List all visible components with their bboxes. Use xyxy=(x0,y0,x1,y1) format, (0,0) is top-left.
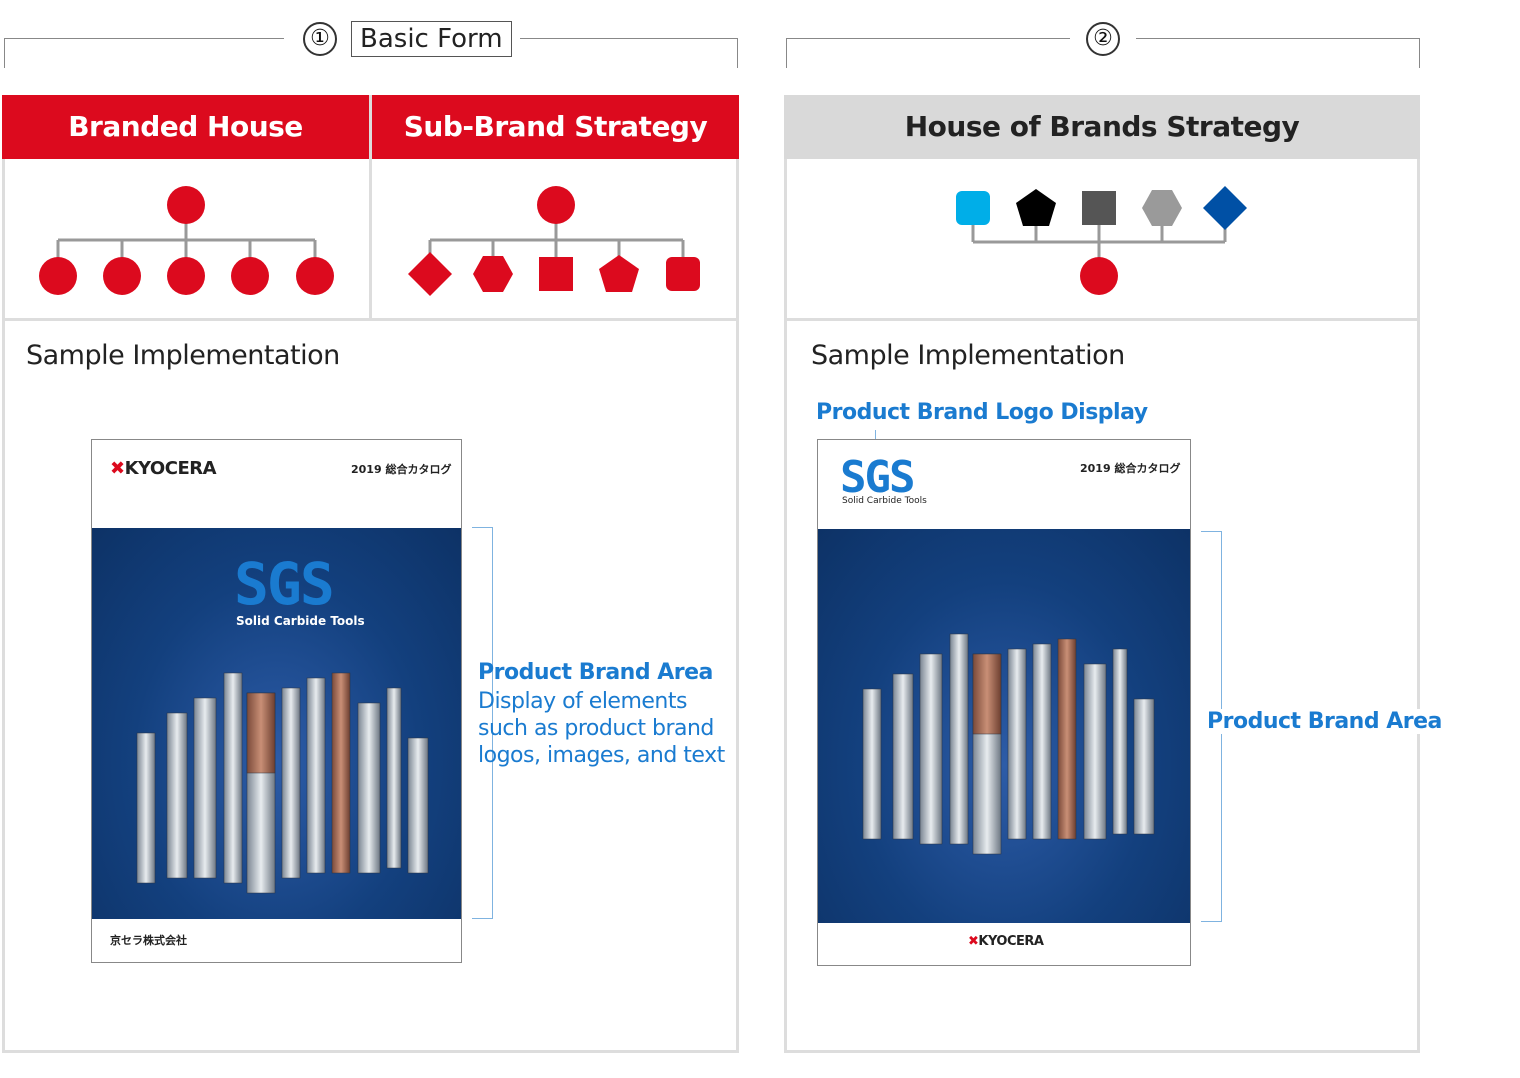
right-area-bracket-top xyxy=(1201,531,1221,532)
sgs-logo: SGS xyxy=(234,550,335,618)
child-circle-3 xyxy=(167,257,205,295)
right-product-brand-area-label: Product Brand Area xyxy=(1207,709,1442,734)
left-area-bracket-top xyxy=(472,527,492,528)
blue-brand-diamond xyxy=(1203,186,1247,230)
rounded-square-shape xyxy=(666,257,700,291)
section1-bracket-right-tick xyxy=(737,38,738,68)
branded-house-diagram xyxy=(39,186,334,295)
grey-brand-hexagon xyxy=(1142,190,1182,226)
house-of-brands-header: House of Brands Strategy xyxy=(784,95,1420,159)
branded-house-header: Branded House Strategy xyxy=(2,95,369,207)
section2-bracket-right-tick xyxy=(1419,38,1420,68)
left-area-bracket-bottom xyxy=(472,918,492,919)
sample-title-right: Sample Implementation xyxy=(811,340,1125,371)
section1-tag: Basic Form xyxy=(351,21,512,57)
catalog-right: SGS Solid Carbide Tools 2019 総合カタログ xyxy=(817,439,1191,966)
product-brand-logo-display-label: Product Brand Logo Display xyxy=(816,400,1148,425)
hexagon-shape xyxy=(473,256,513,292)
catalog-footer-company: 京セラ株式会社 xyxy=(110,934,187,947)
section2-bracket-right xyxy=(1136,38,1420,39)
left-panel-divider xyxy=(369,95,372,320)
left-annotation-line-2: such as product brand xyxy=(478,716,714,741)
square-shape xyxy=(539,257,573,291)
left-product-brand-area-label: Product Brand Area xyxy=(478,660,713,685)
left-annotation-line-1: Display of elements xyxy=(478,689,687,714)
cyan-brand-square xyxy=(956,191,990,225)
product-brand-area: SGS Solid Carbide Tools xyxy=(92,528,461,919)
catalog-year-label-right: 2019 総合カタログ xyxy=(1080,462,1181,475)
sub-brand-diagram xyxy=(408,186,700,296)
left-area-bracket-line xyxy=(492,527,493,919)
right-panel-hsep xyxy=(784,318,1420,321)
section1-bracket-left xyxy=(4,38,284,39)
section1-bracket-right xyxy=(520,38,738,39)
right-area-bracket-bottom xyxy=(1201,921,1221,922)
left-annotation-line-3: logos, images, and text xyxy=(478,743,725,768)
sgs-subtitle: Solid Carbide Tools xyxy=(236,614,365,628)
section1-bracket-left-tick xyxy=(4,38,5,68)
child-circle-5 xyxy=(296,257,334,295)
diamond-shape xyxy=(408,252,452,296)
parent-brand-circle xyxy=(537,186,575,224)
section2-number: ② xyxy=(1086,22,1120,56)
section1-number: ① xyxy=(303,22,337,56)
sub-brand-header: Sub-Brand Strategy xyxy=(372,95,739,159)
kyocera-wordmark: KYOCERA xyxy=(124,458,217,479)
kyocera-logo-footer: ✖KYOCERA xyxy=(968,934,1044,949)
kyocera-mark-icon: ✖ xyxy=(110,458,125,479)
section2-bracket-left-tick xyxy=(786,38,787,68)
left-panel-hsep xyxy=(2,318,739,321)
carbide-tools-image xyxy=(136,672,429,894)
pentagon-shape xyxy=(599,255,639,292)
catalog-left: ✖KYOCERA 2019 総合カタログ SGS Solid Carbide T… xyxy=(91,439,462,963)
section2-bracket-left xyxy=(786,38,1070,39)
sample-title-left: Sample Implementation xyxy=(26,340,340,371)
child-circle-4 xyxy=(231,257,269,295)
catalog-year-label: 2019 総合カタログ xyxy=(351,463,452,476)
sgs-subtitle-top: Solid Carbide Tools xyxy=(842,496,927,506)
kyocera-logo: ✖KYOCERA xyxy=(110,458,217,479)
kyocera-wordmark-footer: KYOCERA xyxy=(978,934,1044,949)
parent-brand-circle xyxy=(167,186,205,224)
house-of-brands-diagram xyxy=(956,186,1247,295)
child-circle-2 xyxy=(103,257,141,295)
corporate-brand-circle xyxy=(1080,257,1118,295)
darkgrey-brand-square xyxy=(1082,191,1116,225)
carbide-tools-image-right xyxy=(862,633,1155,855)
kyocera-mark-icon: ✖ xyxy=(968,934,979,949)
child-circle-1 xyxy=(39,257,77,295)
sgs-logo-top: SGS xyxy=(840,452,915,503)
product-brand-area-right xyxy=(818,529,1190,923)
black-brand-pentagon xyxy=(1016,189,1056,226)
